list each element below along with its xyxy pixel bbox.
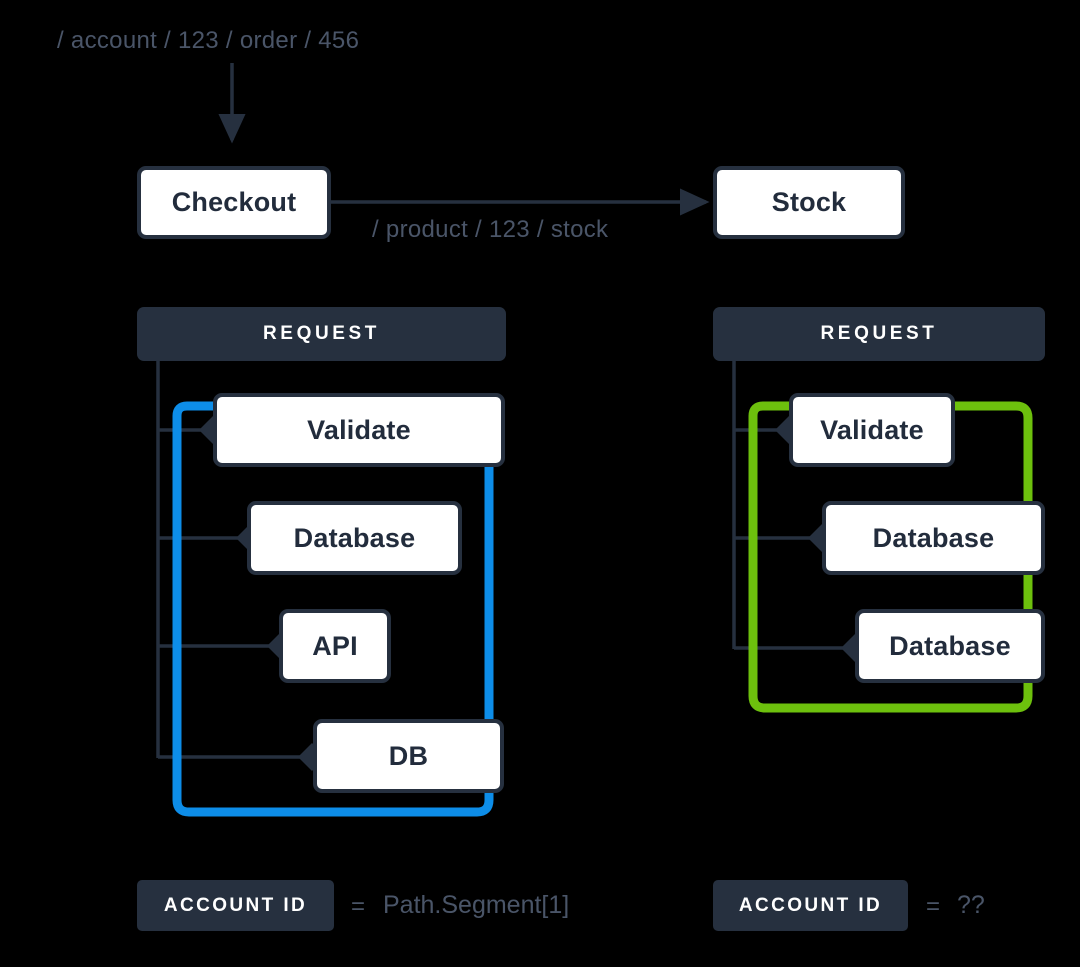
- left-account-id-badge: ACCOUNT ID: [137, 880, 334, 931]
- left-node-api[interactable]: API: [279, 609, 391, 683]
- left-panel-header: REQUEST: [137, 307, 506, 361]
- left-footer-operator: =: [351, 893, 366, 920]
- right-node-label-database-2: Database: [889, 630, 1011, 661]
- right-node-database-1[interactable]: Database: [822, 501, 1045, 575]
- service-label-stock: Stock: [771, 187, 847, 217]
- right-highlight-path: [748, 401, 1033, 713]
- edge-path-label: / product / 123 / stock: [372, 216, 609, 243]
- left-node-validate[interactable]: Validate: [213, 393, 505, 467]
- right-footer-value: ??: [957, 891, 985, 919]
- right-node-label-database-1: Database: [872, 522, 995, 553]
- left-panel-header-label: REQUEST: [262, 323, 381, 344]
- right-node-validate[interactable]: Validate: [789, 393, 955, 467]
- left-node-label-db: DB: [388, 740, 429, 771]
- left-node-label-database: Database: [293, 522, 416, 553]
- service-box-checkout[interactable]: Checkout: [137, 166, 331, 239]
- service-label-checkout: Checkout: [171, 187, 297, 217]
- right-node-database-2[interactable]: Database: [855, 609, 1045, 683]
- left-node-label-api: API: [312, 630, 358, 661]
- right-account-id-badge: ACCOUNT ID: [713, 880, 908, 931]
- incoming-path-label: / account / 123 / order / 456: [57, 27, 360, 54]
- right-panel-header-label: REQUEST: [820, 323, 938, 344]
- left-node-db[interactable]: DB: [313, 719, 504, 793]
- right-account-id-badge-label: ACCOUNT ID: [738, 894, 883, 916]
- left-node-database[interactable]: Database: [247, 501, 462, 575]
- left-account-id-badge-label: ACCOUNT ID: [163, 894, 308, 916]
- right-footer-operator: =: [926, 893, 941, 920]
- left-footer-value: Path.Segment[1]: [383, 891, 570, 919]
- right-node-label-validate: Validate: [820, 414, 924, 445]
- service-box-stock[interactable]: Stock: [713, 166, 905, 239]
- left-highlight-path: [172, 401, 494, 817]
- left-connector-diamonds: [199, 416, 326, 771]
- left-node-label-validate: Validate: [307, 414, 411, 445]
- right-panel-header: REQUEST: [713, 307, 1045, 361]
